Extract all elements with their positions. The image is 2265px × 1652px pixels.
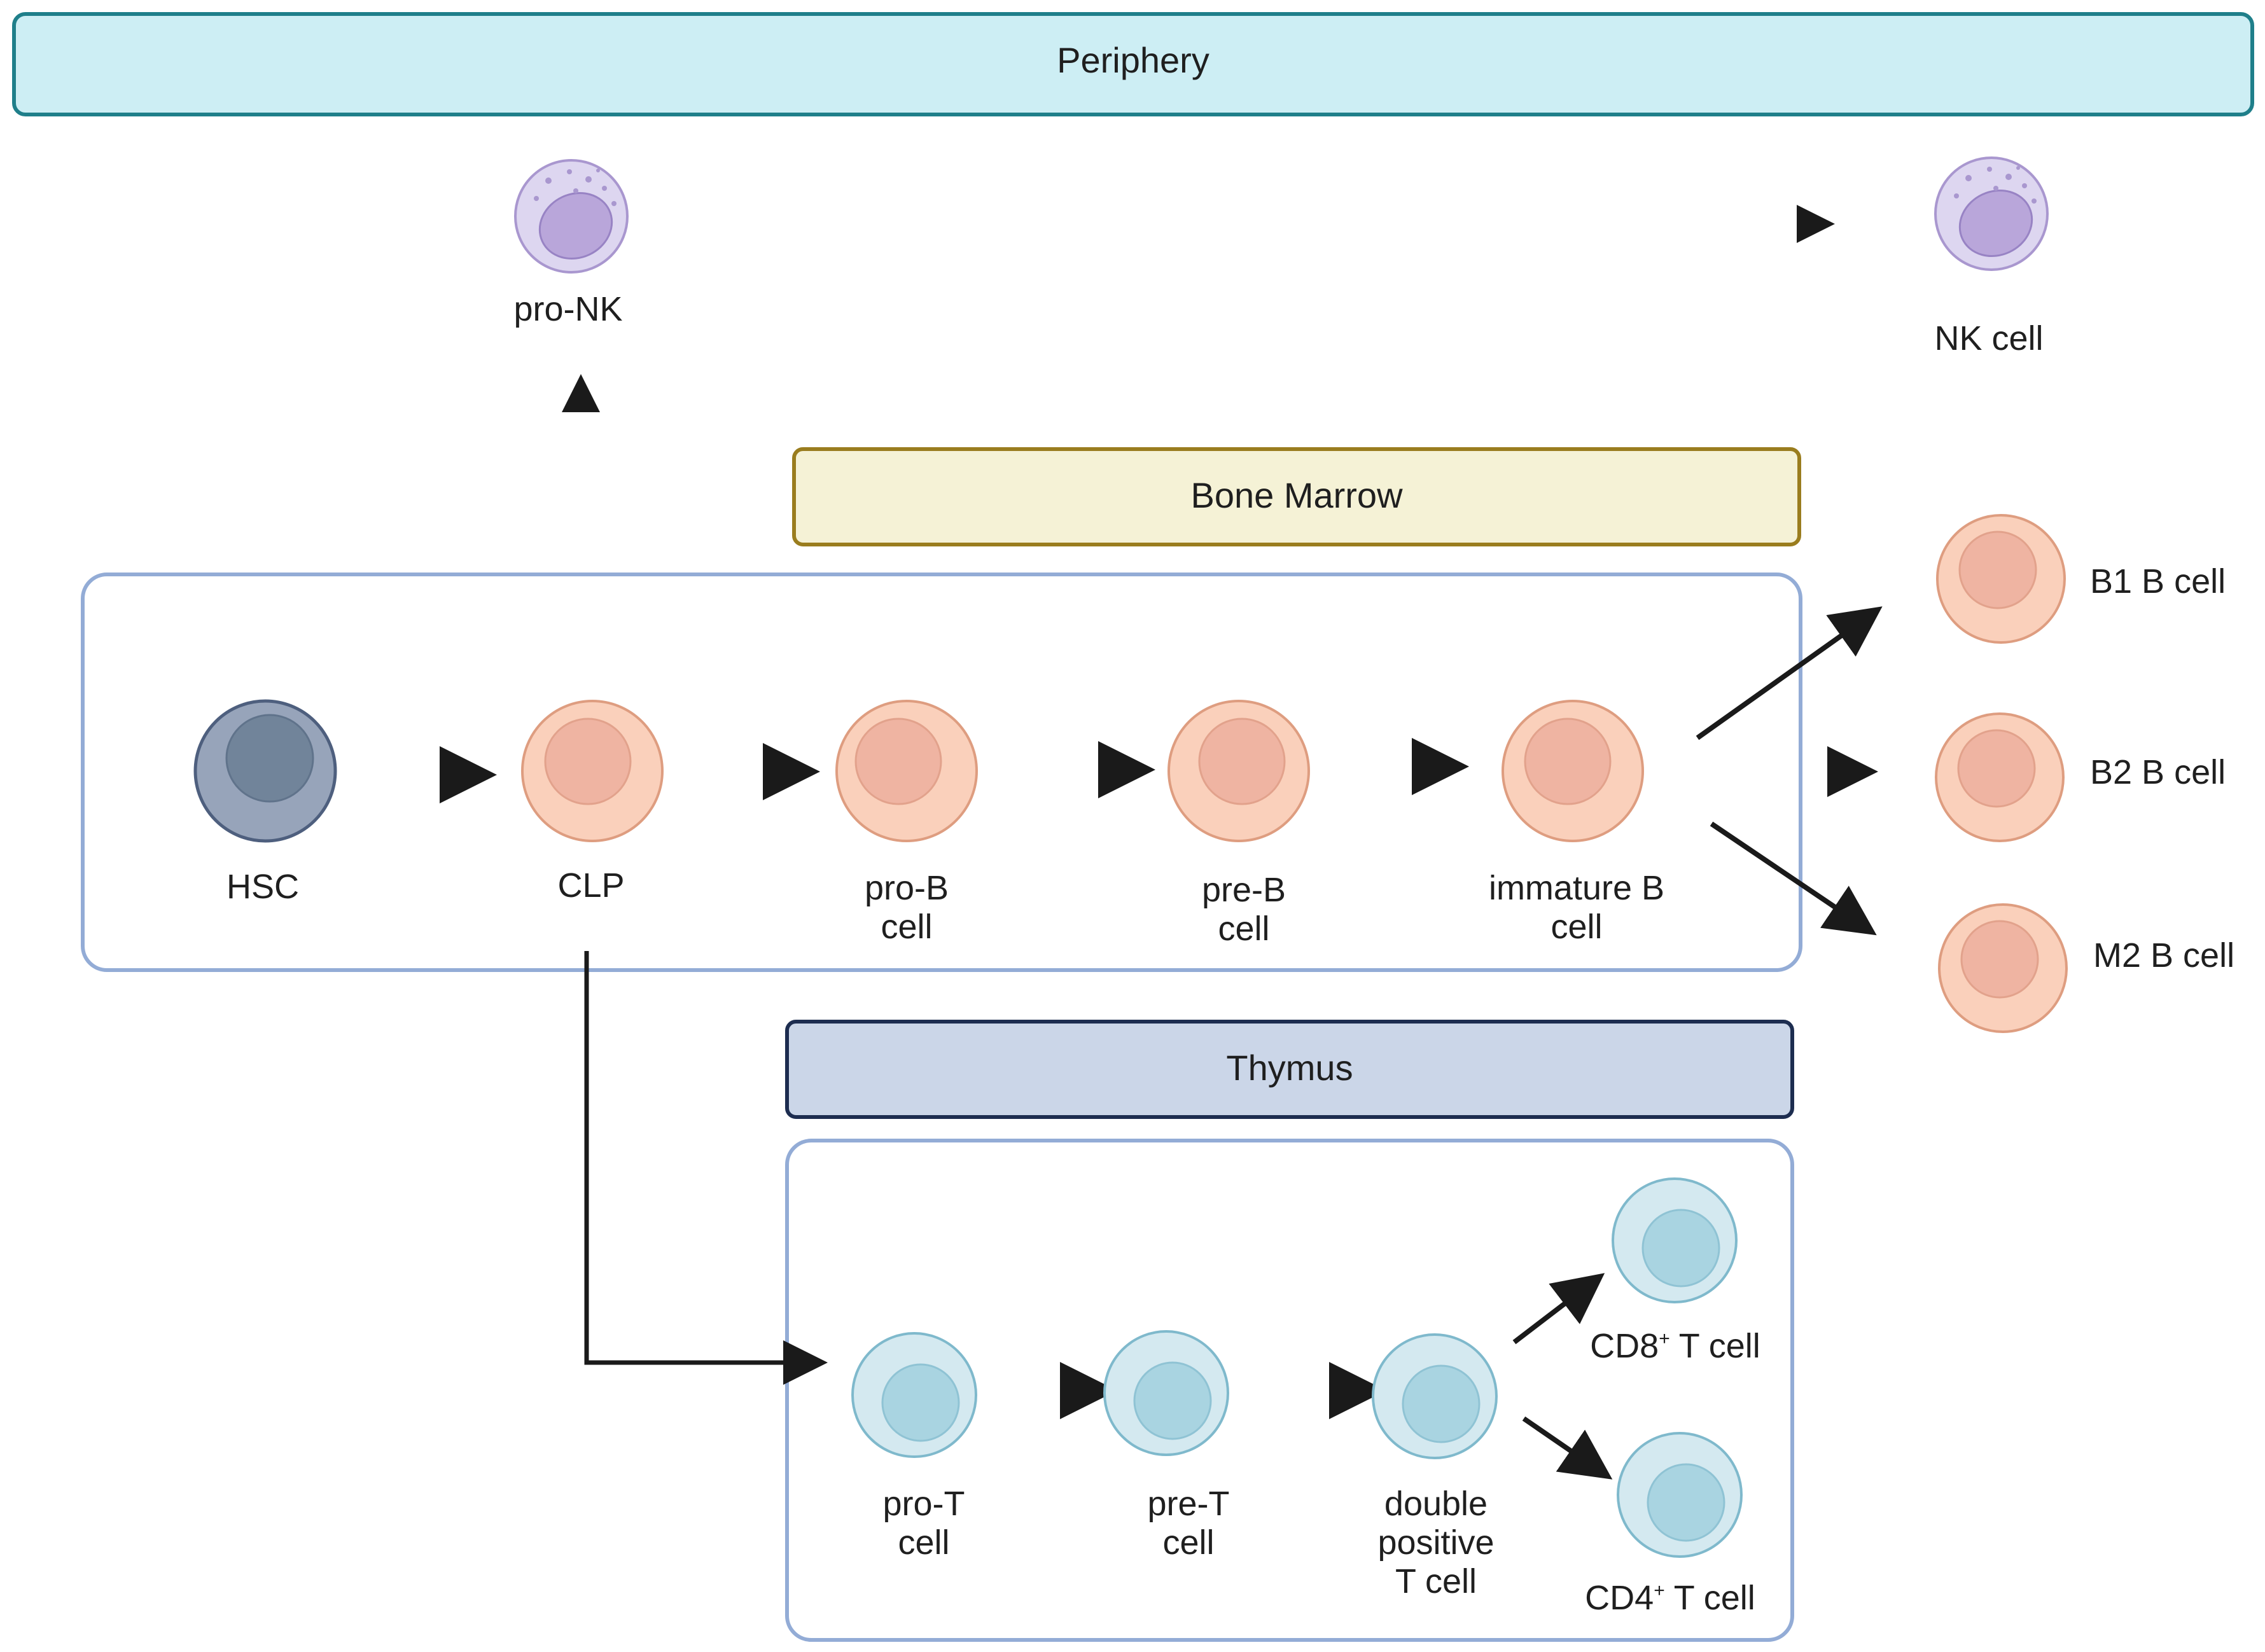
pre-t-cell-icon xyxy=(1103,1330,1229,1456)
nk-cell-icon xyxy=(1934,156,2049,271)
thymus-banner: Thymus xyxy=(785,1020,1794,1119)
pro-nk-label: pro-NK xyxy=(513,290,622,328)
double-positive-label-line3: T cell xyxy=(1395,1562,1477,1600)
pro-t-label-line2: cell xyxy=(898,1524,949,1562)
cd8-suffix: T cell xyxy=(1670,1327,1760,1365)
m2-b-cell-icon xyxy=(1938,903,2068,1033)
cd4-prefix: CD4 xyxy=(1585,1579,1654,1617)
thymus-label: Thymus xyxy=(1226,1048,1353,1088)
cd8-superscript: + xyxy=(1659,1328,1670,1349)
pro-t-cell-icon xyxy=(851,1332,977,1458)
pro-b-cell-icon xyxy=(835,700,978,842)
thymus-compartment xyxy=(785,1139,1794,1642)
immature-b-cell-icon xyxy=(1502,700,1644,842)
periphery-label: Periphery xyxy=(1057,40,1209,80)
arrow-clp-to-pro-t xyxy=(584,951,828,1385)
bone-marrow-banner: Bone Marrow xyxy=(792,447,1801,546)
cd8-prefix: CD8 xyxy=(1590,1327,1659,1365)
pre-b-cell-icon xyxy=(1167,700,1310,842)
b1-b-cell-label: B1 B cell xyxy=(2090,562,2226,600)
double-positive-t-cell-icon xyxy=(1372,1333,1498,1459)
pre-b-label-line1: pre-B xyxy=(1202,871,1286,909)
pro-nk-cell-icon xyxy=(514,159,629,274)
arrow-immature-to-b1 xyxy=(1696,606,1883,740)
cd4-superscript: + xyxy=(1654,1580,1665,1601)
cd4-t-cell-icon xyxy=(1617,1432,1743,1558)
pre-b-label-line2: cell xyxy=(1218,910,1269,948)
nk-cell-label: NK cell xyxy=(1934,319,2043,357)
b1-b-cell-icon xyxy=(1936,514,2066,644)
m2-b-cell-label: M2 B cell xyxy=(2093,936,2234,975)
clp-label: CLP xyxy=(557,866,624,905)
b2-b-cell-label: B2 B cell xyxy=(2090,753,2226,791)
arrow-immature-to-m2 xyxy=(1710,821,1877,936)
double-positive-label-line2: positive xyxy=(1377,1524,1494,1562)
immature-b-label-line1: immature B xyxy=(1489,869,1664,907)
cd8-t-cell-icon xyxy=(1612,1177,1738,1303)
arrow-dp-to-cd4 xyxy=(1522,1416,1613,1480)
b2-b-cell-icon xyxy=(1935,712,2065,842)
cd8-t-cell-label: CD8+ T cell xyxy=(1590,1327,1760,1365)
immature-b-label-line2: cell xyxy=(1551,908,1602,946)
bone-marrow-label: Bone Marrow xyxy=(1190,475,1403,515)
pro-b-label-line2: cell xyxy=(881,908,932,946)
double-positive-label-line1: double xyxy=(1384,1485,1488,1523)
arrow-dp-to-cd8 xyxy=(1512,1273,1605,1345)
cd4-suffix: T cell xyxy=(1665,1579,1755,1617)
clp-cell-icon xyxy=(521,700,664,842)
periphery-banner: Periphery xyxy=(12,12,2254,116)
pre-t-label-line2: cell xyxy=(1162,1524,1214,1562)
pro-b-label-line1: pro-B xyxy=(865,869,949,907)
hsc-cell-icon xyxy=(193,699,337,843)
pro-t-label-line1: pro-T xyxy=(882,1485,965,1523)
pre-t-label-line1: pre-T xyxy=(1147,1485,1229,1523)
cd4-t-cell-label: CD4+ T cell xyxy=(1585,1579,1755,1617)
hsc-label: HSC xyxy=(226,868,299,906)
